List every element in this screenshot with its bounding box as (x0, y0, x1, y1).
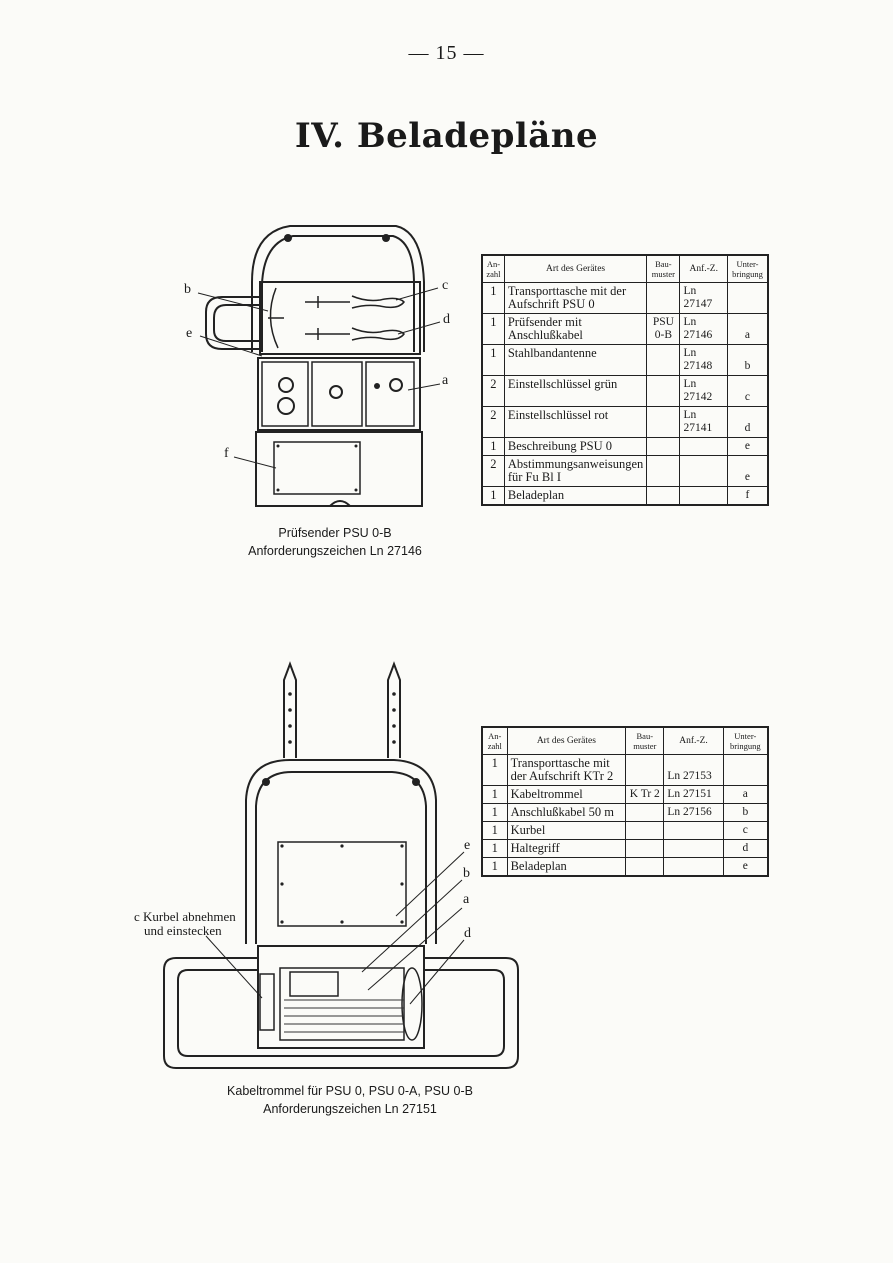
cell-item: Transporttasche mit der Aufschrift KTr 2 (506, 754, 627, 786)
label-e-2: e (464, 838, 471, 853)
cell-order-code: Ln 27153 (663, 754, 724, 786)
cell-model (625, 821, 665, 840)
crank-note: c Kurbel abnehmen und einstecken (134, 910, 254, 938)
label-e: e (186, 326, 193, 341)
cell-location: e (722, 857, 769, 877)
cell-item: Haltegriff (506, 839, 627, 858)
label-b-2: b (463, 866, 470, 881)
cell-location: e (726, 455, 769, 487)
cell-location: c (722, 821, 769, 840)
cell-qty: 1 (481, 785, 508, 804)
cell-item: Anschlußkabel 50 m (506, 803, 627, 822)
cell-qty: 1 (481, 857, 508, 877)
cell-item: Prüfsender mit Anschlußkabel (503, 313, 648, 345)
cell-qty: 1 (481, 803, 508, 822)
cell-item: Kurbel (506, 821, 627, 840)
cell-location: f (726, 486, 769, 506)
page-number: — 15 — (408, 42, 485, 64)
cell-item: Beladeplan (503, 486, 648, 506)
page-title: IV. Beladepläne (294, 116, 599, 156)
cell-qty: 1 (481, 313, 505, 345)
cell-order-code (663, 821, 724, 840)
caption-code-2: Anforderungszeichen Ln 27151 (263, 1102, 437, 1116)
cell-model: PSU 0-B (646, 313, 681, 345)
cell-qty: 2 (481, 455, 505, 487)
cell-order-code (679, 486, 728, 506)
cell-model (646, 406, 681, 438)
cell-location: b (722, 803, 769, 822)
caption-title-2: Kabeltrommel für PSU 0, PSU 0-A, PSU 0-B (227, 1084, 473, 1098)
cell-item: Abstimmungsanweisungen für Fu Bl I (503, 455, 648, 487)
cell-item: Beladeplan (506, 857, 627, 877)
cell-location: a (722, 785, 769, 804)
figure-caption: Prüfsender PSU 0-B Anforderungszeichen L… (200, 524, 470, 560)
header-bau: Bau-muster (625, 726, 665, 755)
loading-table-psu: An-zahl Art des Gerätes Bau-muster Anf.-… (481, 254, 769, 506)
cell-location: d (726, 406, 769, 438)
label-d-2: d (464, 926, 471, 941)
cell-model (625, 839, 665, 858)
label-a-2: a (463, 892, 470, 907)
table-header-row: An-zahl Art des Gerätes Bau-muster Anf.-… (481, 726, 769, 755)
header-art: Art des Gerätes (506, 726, 627, 755)
cell-qty: 1 (481, 754, 508, 786)
cell-order-code (663, 839, 724, 858)
cell-model (625, 803, 665, 822)
cell-order-code: Ln 27156 (663, 803, 724, 822)
cell-location (726, 282, 769, 314)
cell-model (646, 455, 681, 487)
cell-model (625, 754, 665, 786)
cell-location: a (726, 313, 769, 345)
cell-location: d (722, 839, 769, 858)
cell-location (722, 754, 769, 786)
cell-order-code: Ln 27146 (679, 313, 728, 345)
cell-item: Einstellschlüssel rot (503, 406, 648, 438)
caption-title: Prüfsender PSU 0-B (278, 526, 392, 540)
cell-order-code: Ln 27147 (679, 282, 728, 314)
label-b: b (184, 282, 191, 297)
header-unt: Unter-bringung (722, 726, 769, 755)
cell-model (625, 857, 665, 877)
cell-qty: 1 (481, 821, 508, 840)
cell-order-code (679, 455, 728, 487)
cell-model (646, 282, 681, 314)
header-unt: Unter-bringung (726, 254, 769, 283)
cell-item: Beschreibung PSU 0 (503, 437, 648, 456)
header-anf: Anf.-Z. (663, 726, 724, 755)
label-f: f (224, 446, 229, 461)
label-d: d (443, 312, 450, 327)
cell-order-code (663, 857, 724, 877)
table-header-row: An-zahl Art des Gerätes Bau-muster Anf.-… (481, 254, 769, 283)
caption-code: Anforderungszeichen Ln 27146 (248, 544, 422, 558)
label-c: c (442, 278, 449, 293)
cell-order-code: Ln 27151 (663, 785, 724, 804)
label-a: a (442, 373, 449, 388)
cell-order-code: Ln 27142 (679, 375, 728, 407)
cell-qty: 1 (481, 486, 505, 506)
loading-table-cable-drum: An-zahl Art des Gerätes Bau-muster Anf.-… (481, 726, 769, 877)
figure-caption-2: Kabeltrommel für PSU 0, PSU 0-A, PSU 0-B… (190, 1082, 510, 1118)
header-anf: Anf.-Z. (679, 254, 728, 283)
cell-item: Kabeltrommel (506, 785, 627, 804)
cell-location: b (726, 344, 769, 376)
cell-model: K Tr 2 (625, 785, 665, 804)
crank-note-line1: c Kurbel abnehmen (134, 909, 236, 924)
crank-note-line2: und einstecken (144, 923, 222, 938)
header-qty: An-zahl (481, 726, 508, 755)
cell-qty: 1 (481, 839, 508, 858)
